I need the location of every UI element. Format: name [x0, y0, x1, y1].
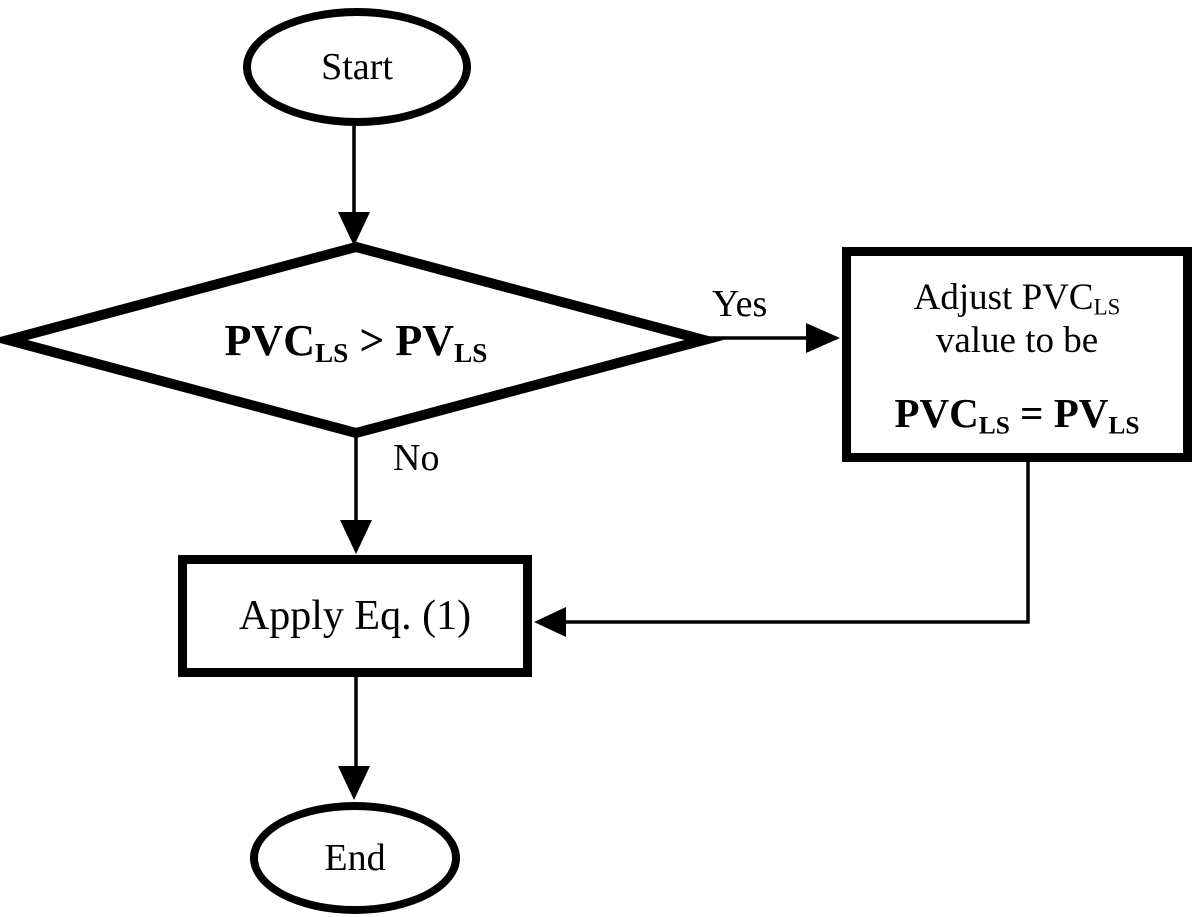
edge-adjust-to-apply [562, 462, 1030, 624]
arrowhead-into-adjust [806, 323, 840, 353]
edge-label-no: No [393, 437, 440, 479]
arrowhead-into-apply-right [534, 607, 566, 637]
node-apply: Apply Eq. (1) [178, 555, 532, 677]
arrowhead-into-decision [338, 212, 370, 246]
node-decision-label: PVCLS > PVLS [224, 315, 488, 368]
node-adjust-line-2: value to be [935, 320, 1099, 362]
node-apply-label: Apply Eq. (1) [238, 593, 472, 639]
node-adjust: Adjust PVCLS value to be PVCLS = PVLS [842, 247, 1192, 462]
edge-label-yes: Yes [712, 283, 768, 325]
node-start: Start [243, 8, 471, 126]
arrowhead-into-end [338, 766, 370, 800]
node-end-label: End [324, 837, 386, 879]
node-start-label: Start [321, 46, 393, 88]
node-decision: PVCLS > PVLS [156, 296, 556, 384]
node-adjust-line-3: PVCLS = PVLS [894, 389, 1140, 440]
node-adjust-line-1: Adjust PVCLS [913, 276, 1121, 320]
arrowhead-into-apply-top [340, 520, 372, 554]
node-end: End [250, 802, 460, 914]
